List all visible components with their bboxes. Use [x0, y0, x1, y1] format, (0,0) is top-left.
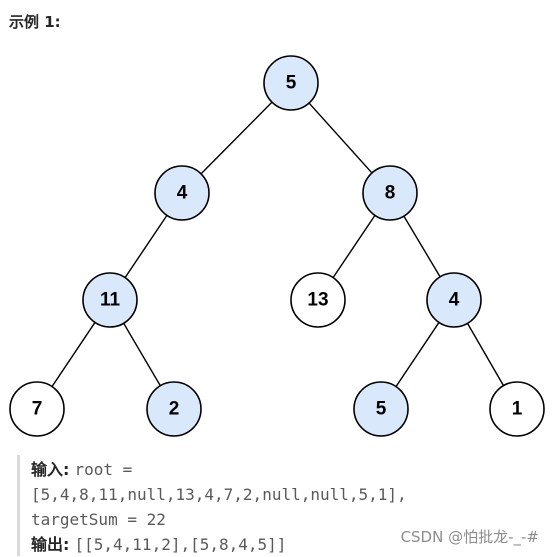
node-value-label: 4	[177, 183, 188, 204]
input-line: 输入: root =	[31, 457, 553, 482]
tree-edge	[395, 322, 440, 387]
tree-edge	[466, 323, 505, 386]
node-value-label: 5	[286, 73, 297, 94]
path-node-circle	[82, 272, 138, 328]
tree-node: 5	[353, 381, 409, 437]
node-value-label: 7	[32, 399, 43, 420]
tree-nodes: 5 4 8 11 13 4 7 2 5 1	[9, 55, 545, 437]
node-value-label: 8	[385, 183, 396, 204]
output-label: 输出:	[31, 535, 70, 554]
tree-node: 5	[263, 55, 319, 111]
input-array-line: [5,4,8,11,null,13,4,7,2,null,null,5,1],	[31, 482, 553, 507]
node-value-label: 2	[169, 399, 180, 420]
tree-edge	[200, 101, 273, 175]
tree-node: 13	[290, 272, 346, 328]
node-circle	[290, 272, 346, 328]
node-value-label: 11	[100, 290, 121, 311]
node-value-label: 5	[376, 399, 387, 420]
input-label: 输入:	[31, 460, 70, 479]
tree-edge	[123, 322, 161, 387]
path-node-circle	[362, 165, 418, 221]
node-value-label: 1	[512, 399, 523, 420]
tree-edge	[124, 215, 168, 278]
example-io-block: 输入: root = [5,4,8,11,null,13,4,7,2,null,…	[17, 455, 553, 556]
example-heading: 示例 1:	[9, 13, 61, 31]
tree-edge	[332, 215, 376, 278]
target-sum-line: targetSum = 22	[31, 507, 553, 532]
tree-node: 7	[9, 381, 65, 437]
binary-tree-diagram: 5 4 8 11 13 4 7 2 5 1	[9, 55, 545, 437]
path-node-circle	[263, 55, 319, 111]
path-node-circle	[146, 381, 202, 437]
tree-node: 4	[426, 272, 482, 328]
tree-node: 11	[82, 272, 138, 328]
node-circle	[489, 381, 545, 437]
input-value-root: root =	[74, 460, 133, 479]
tree-edge	[308, 102, 373, 174]
path-node-circle	[426, 272, 482, 328]
tree-edge	[403, 215, 441, 278]
node-circle	[9, 381, 65, 437]
path-node-circle	[154, 165, 210, 221]
input-value-target: targetSum = 22	[31, 510, 166, 529]
tree-node: 2	[146, 381, 202, 437]
path-node-circle	[353, 381, 409, 437]
tree-edge	[51, 322, 96, 387]
tree-node: 4	[154, 165, 210, 221]
output-line: 输出: [[5,4,11,2],[5,8,4,5]]	[31, 532, 553, 557]
watermark: CSDN @怕批龙-_-#	[400, 528, 539, 546]
tree-node: 8	[362, 165, 418, 221]
tree-node: 1	[489, 381, 545, 437]
node-value-label: 4	[449, 290, 460, 311]
node-value-label: 13	[307, 290, 328, 311]
output-value: [[5,4,11,2],[5,8,4,5]]	[74, 535, 287, 554]
input-value-array: [5,4,8,11,null,13,4,7,2,null,null,5,1],	[31, 485, 407, 504]
tree-edges	[51, 101, 505, 387]
